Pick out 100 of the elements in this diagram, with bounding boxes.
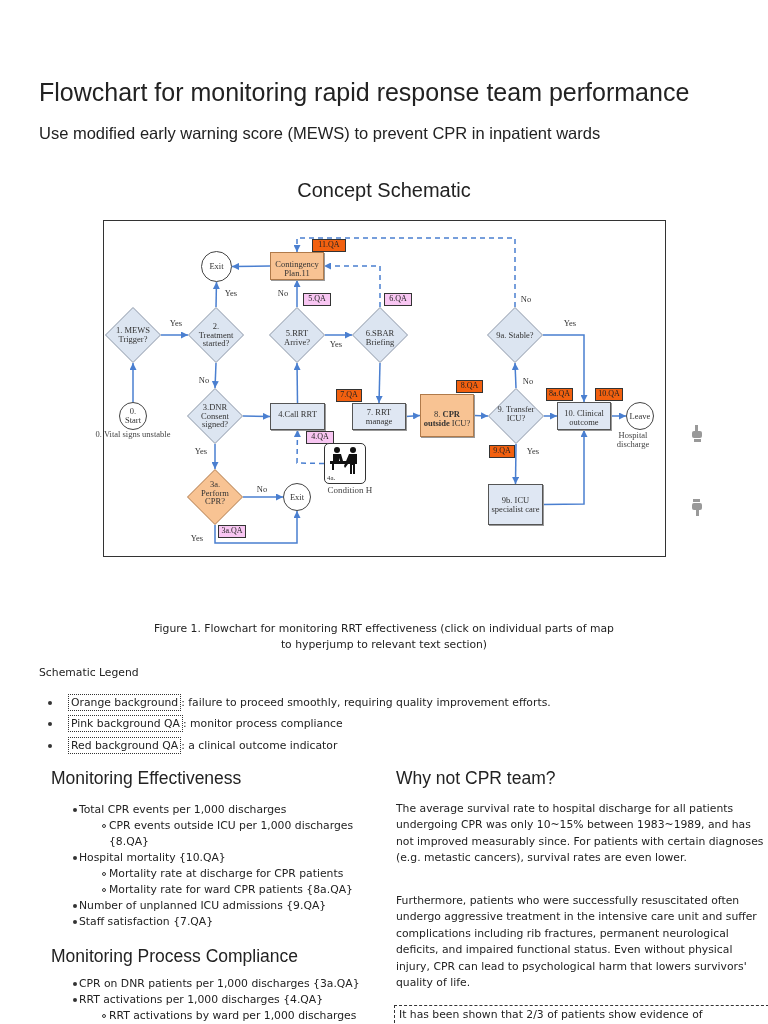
node-label: Exit	[288, 492, 306, 502]
figure-caption: Figure 1. Flowchart for monitoring RRT effectiveness (click on individual parts of map to hyperjump to relevant text section)	[153, 621, 615, 653]
section-heading: Monitoring Process Compliance	[51, 945, 299, 968]
edge-label: Yes	[223, 288, 239, 298]
arrow	[473, 412, 489, 420]
arrow	[512, 443, 520, 485]
process-box	[352, 403, 406, 430]
process-box	[270, 252, 324, 280]
node-label: 9.QA	[492, 447, 512, 456]
process-box	[270, 403, 325, 430]
text: : a clinical outcome indicator	[181, 737, 338, 754]
node-label: Exit	[208, 262, 225, 271]
node-caption: 0. Vital signs unstable	[94, 430, 172, 440]
qa-tag	[306, 431, 334, 444]
node-label: 4.QA	[310, 433, 330, 442]
section-heading: Monitoring Effectiveness	[51, 767, 242, 790]
node-label: 0. Start	[123, 407, 143, 425]
decision-diamond	[488, 388, 544, 444]
process-box	[557, 402, 611, 430]
process-box	[420, 394, 474, 437]
dashed-arrow	[323, 262, 381, 308]
node-label: 3a. Perform CPR?	[200, 479, 230, 507]
text: Schematic Legend	[39, 665, 139, 681]
node-label: 8. CPR outside ICU?	[423, 409, 471, 428]
node-label: 9a. Stable?	[495, 330, 535, 340]
edge-label: Yes	[562, 318, 578, 328]
qa-tag	[303, 293, 331, 306]
node-label: 4.Call RRT	[277, 410, 318, 419]
decision-diamond	[269, 307, 325, 363]
arrow	[129, 362, 137, 403]
node-label: 10.QA	[598, 390, 620, 399]
edge-label: No	[255, 484, 269, 494]
legend-key: Pink background QA	[68, 715, 183, 732]
arrow	[375, 362, 383, 404]
node-label: 3a.QA	[221, 527, 243, 536]
arrow	[211, 362, 219, 389]
decision-diamond	[105, 307, 161, 363]
subtitle: Use modified early warning score (MEWS) to prevent CPR in inpatient wards	[39, 123, 601, 144]
node-label: 3.DNR Consent signed?	[200, 402, 230, 430]
arrow	[212, 281, 220, 308]
list-item: CPR events outside ICU per 1,000 discharges {8.QA}	[109, 818, 355, 850]
paragraph: The average survival rate to hospital discharge for all patients undergoing CPR was only 10~15% between 1983~1989, and has not improved measurably since. For patients with certain diagnoses (e.g. metastic cancers), survival rates are even lower.	[396, 801, 764, 867]
dashed-arrow	[293, 429, 325, 465]
node-label: 8.QA	[459, 382, 480, 391]
legend-key: Red background QA	[68, 737, 182, 754]
list-item: Staff satisfaction {7.QA}	[79, 914, 215, 930]
node-label: 9b. ICU specialist care	[491, 495, 540, 514]
section-heading: Why not CPR team?	[396, 767, 556, 790]
node-label: 6.SBAR Briefing	[364, 329, 396, 347]
node-label: 2. Treatment started?	[197, 321, 235, 349]
arrow	[242, 412, 271, 420]
text: : failure to proceed smoothly, requiring quality improvement efforts.	[181, 694, 551, 711]
node-label: 9. Transfer ICU?	[496, 405, 536, 423]
arrow	[405, 412, 421, 420]
qa-tag	[384, 293, 412, 306]
node-label: 5.QA	[307, 295, 327, 304]
node-label: Leave	[628, 411, 652, 421]
text: : monitor process compliance	[183, 715, 343, 732]
arrow	[214, 510, 301, 544]
list-item: Mortality rate at discharge for CPR patients	[109, 866, 345, 882]
note-box: It has been shown that 2/3 of patients show evidence of	[394, 1005, 768, 1023]
node-label: 5.RRT Arrive?	[283, 329, 311, 347]
edge-label: No	[197, 375, 211, 385]
arrow	[511, 362, 519, 389]
list-item: RRT activations by ward per 1,000 discharges	[109, 1008, 358, 1024]
list-item: Number of unplanned ICU admissions {9.QA}	[79, 898, 328, 914]
decision-diamond	[487, 307, 543, 363]
arrow	[211, 443, 219, 470]
decision-diamond	[352, 307, 408, 363]
node-label: 7.QA	[339, 391, 359, 400]
edge-label: No	[276, 288, 290, 298]
page-title: Flowchart for monitoring rapid response team performance	[39, 78, 690, 107]
node-caption: Hospital discharge	[615, 431, 651, 450]
node-label: 11.QA	[317, 241, 341, 250]
edge-label: No	[521, 376, 535, 386]
terminal-circle	[626, 402, 654, 430]
terminal-circle	[283, 483, 311, 511]
arrow	[293, 279, 301, 308]
arrow	[610, 412, 627, 420]
edge-label: Yes	[189, 533, 205, 543]
arrow	[242, 493, 284, 501]
edge-label: Yes	[525, 446, 541, 456]
legend-key: Orange background	[68, 694, 182, 711]
node-label: 1. MEWS Trigger?	[115, 326, 151, 344]
list-item: Mortality rate for ward CPR patients {8a.QA}	[109, 882, 354, 898]
arrow	[160, 331, 189, 339]
list-item: Total CPR events per 1,000 discharges	[79, 802, 288, 818]
node-label: 8a.QA	[549, 390, 570, 399]
terminal-circle	[201, 251, 232, 282]
condition-card	[324, 443, 366, 484]
arrow	[542, 429, 588, 506]
decision-diamond	[187, 469, 243, 525]
process-box	[488, 484, 543, 525]
arrow	[324, 331, 353, 339]
node-label: 10. Clinical outcome	[563, 408, 605, 427]
arrow	[543, 412, 558, 420]
terminal-circle	[119, 402, 147, 430]
arrow	[293, 362, 301, 404]
node-label: Contingency Plan.11	[274, 260, 320, 278]
list-item: RRT activations per 1,000 discharges {4.QA}	[79, 992, 325, 1008]
